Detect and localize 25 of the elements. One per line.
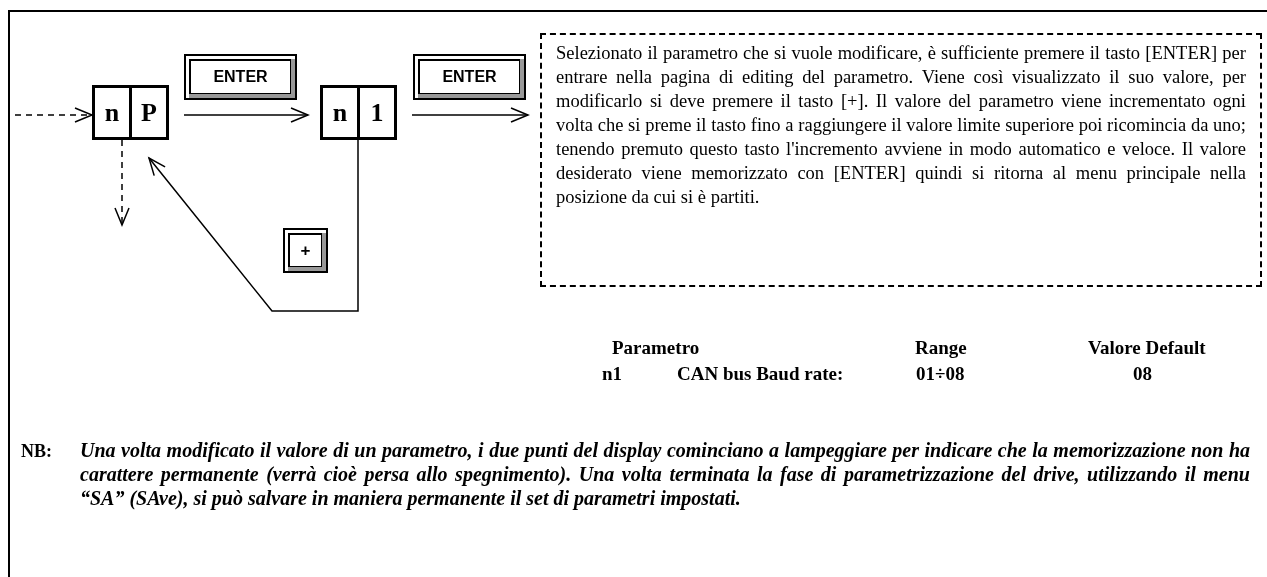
display-digit: n [331, 97, 349, 129]
arrow [114, 139, 130, 226]
display-digit: 1 [357, 88, 394, 137]
note-label: NB: [21, 440, 52, 463]
note-box [540, 33, 1262, 287]
table-text: CAN bus Baud rate: [677, 362, 844, 386]
key-button: + [283, 228, 328, 273]
arrow [183, 107, 309, 123]
table-text: Range [915, 336, 967, 360]
table-text: Valore Default [1088, 336, 1206, 360]
key-button: ENTER [413, 54, 526, 100]
arrow [14, 107, 93, 123]
arrow [148, 139, 359, 312]
display-digit: n [103, 97, 121, 129]
arrow [411, 107, 529, 123]
table-text: n1 [602, 362, 623, 386]
table-text: Parametro [612, 336, 700, 360]
display-box [320, 85, 397, 140]
note-text: Una volta modificato il valore di un parametro, i due punti del display cominciano a lampeggiare per indicare che la memorizzazione non ha carattere permanente (verrà cioè persa allo spegnimento). Una volta terminata la fase di parametrizzazione del drive, utilizzando il menu “SA” (SAve), si può salvare in maniera permanente il set di parametri impostati. [80, 438, 1250, 510]
table-text: 08 [1133, 362, 1152, 386]
description-text: Selezionato il parametro che si vuole modificare, è sufficiente premere il tasto [ENTER] per entrare nella pagina di editing del parametro. Viene così visualizzato il suo valore, per modificarlo si deve premere il tasto [+]. Il valore del parametro viene incrementato ogni volta che si preme il tasto fino a raggiungere il valore limite superiore poi ricomincia da uno; tenendo premuto questo tasto l'incremento avviene in modo automatico e veloce. Il valore desiderato viene memorizzato con [ENTER] quindi si ritorna al menu principale nella posizione da cui si è partiti. [556, 42, 1246, 209]
table-text: 01÷08 [916, 362, 965, 386]
display-digit: P [129, 88, 166, 137]
key-button: ENTER [184, 54, 297, 100]
display-box [92, 85, 169, 140]
